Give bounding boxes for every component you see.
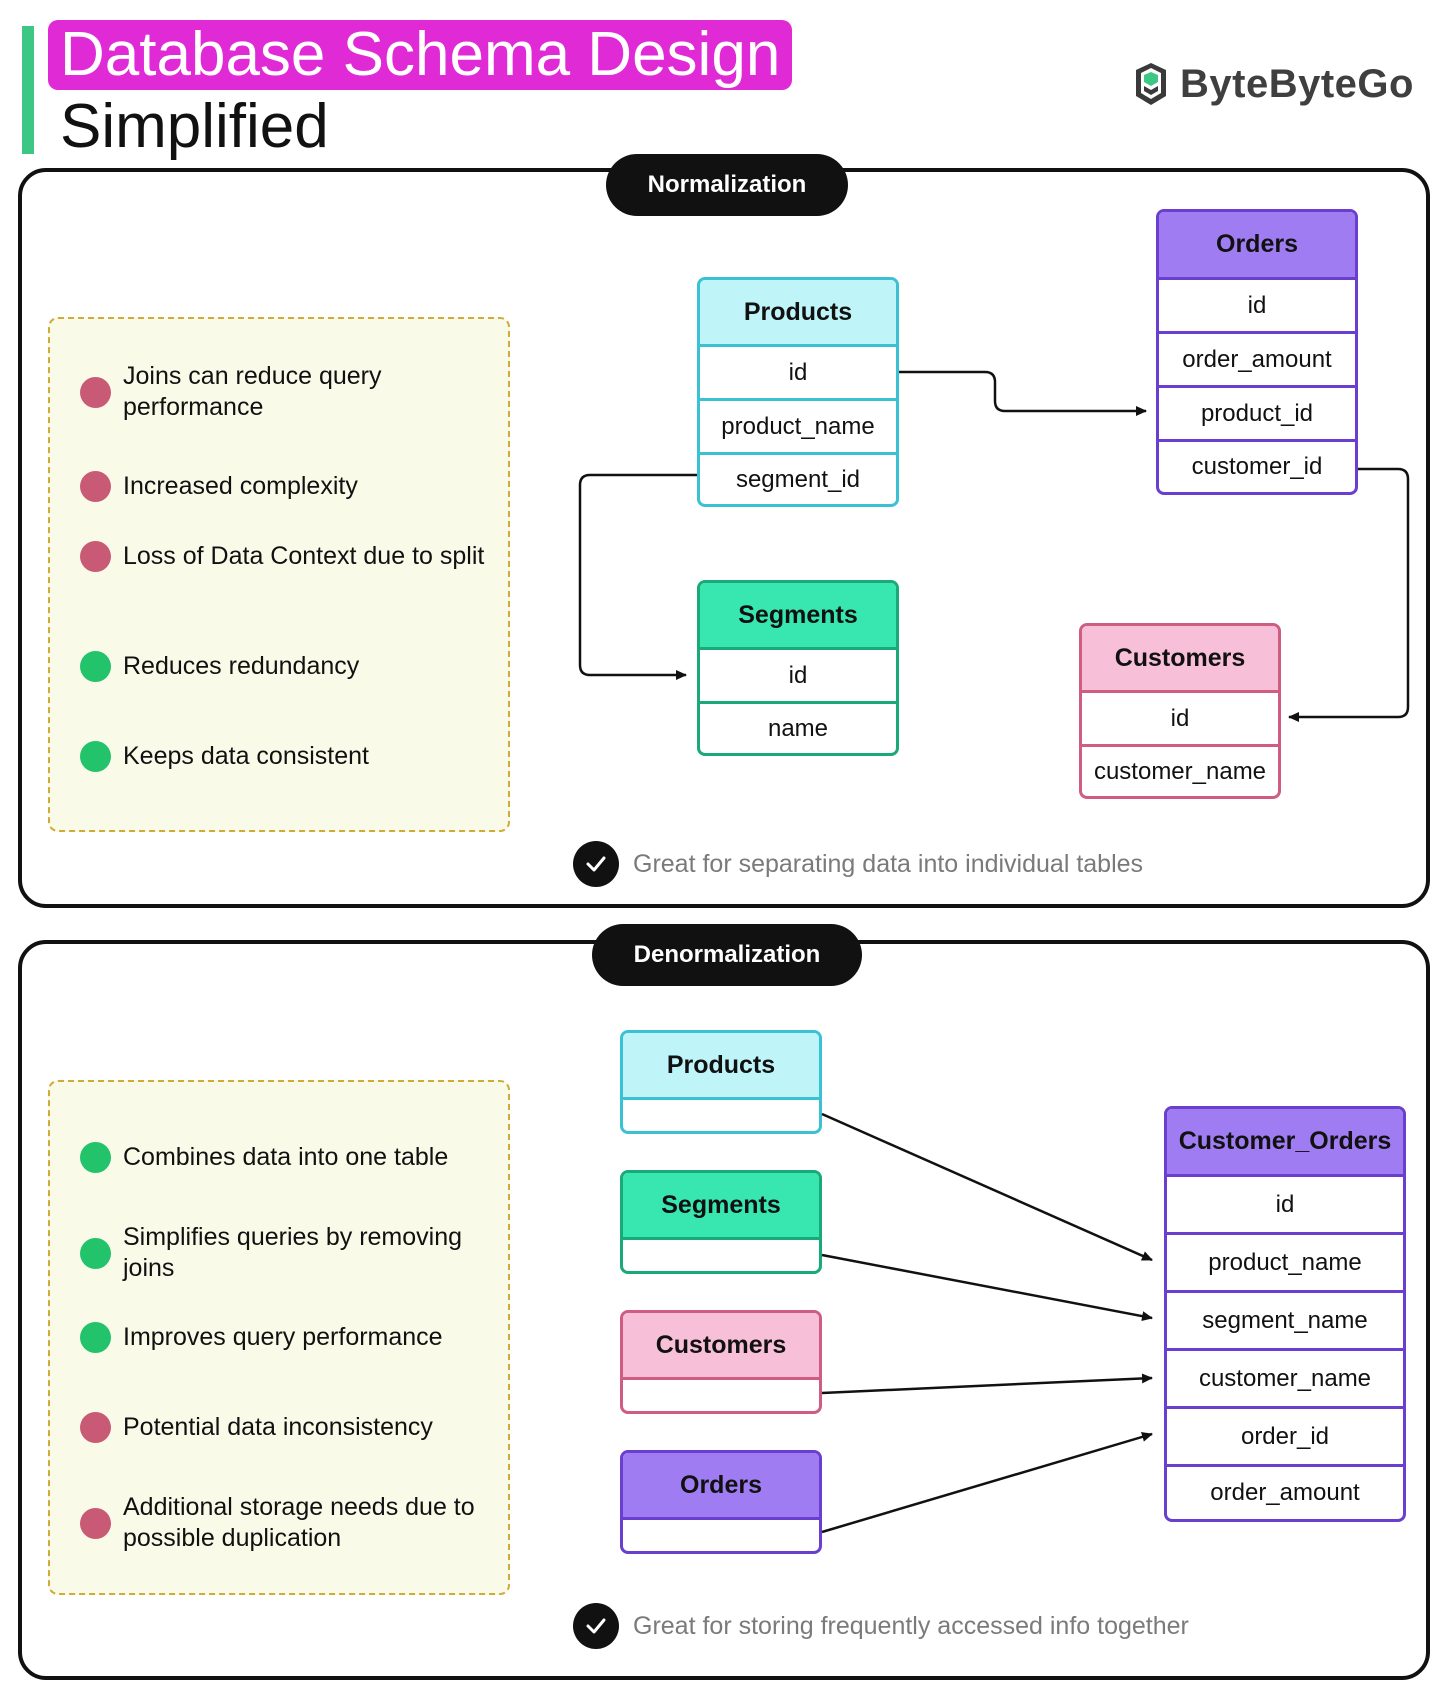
pro-dot-icon [80, 1322, 111, 1353]
pro-dot-icon [80, 741, 111, 772]
checkmark-icon [573, 1603, 619, 1649]
orders-source-table: Orders [620, 1450, 822, 1554]
note-text: Great for separating data into individua… [633, 849, 1144, 878]
list-item: Loss of Data Context due to split [80, 541, 498, 572]
table-field: segment_name [1167, 1293, 1403, 1351]
table-title: Customers [623, 1313, 819, 1380]
segments-table: Segments id name [697, 580, 899, 756]
list-item: Simplifies queries by removing joins [80, 1222, 498, 1284]
normalization-tab: Normalization [606, 154, 848, 216]
denormalization-tab: Denormalization [592, 924, 862, 986]
table-field: name [767, 714, 829, 742]
point-text: Improves query performance [123, 1323, 443, 1351]
checkmark-icon [573, 841, 619, 887]
point-text: Potential data inconsistency [123, 1413, 433, 1441]
list-item: Increased complexity [80, 471, 498, 502]
customer-orders-table: Customer_Orders id product_name segment_… [1164, 1106, 1406, 1522]
table-field: order_amount [1159, 334, 1355, 388]
table-title: Segments [623, 1173, 819, 1240]
pro-dot-icon [80, 1237, 111, 1269]
point-text: Keeps data consistent [123, 742, 369, 770]
table-empty-row [623, 1380, 819, 1411]
table-title: Orders [1159, 212, 1355, 280]
con-dot-icon [80, 1507, 111, 1539]
table-field: order_amount [1210, 1479, 1360, 1506]
table-field: segment_id [735, 465, 861, 493]
customers-table: Customers id customer_name [1079, 623, 1281, 799]
table-field: id [1082, 693, 1278, 747]
note-text: Great for storing frequently accessed in… [633, 1611, 1189, 1640]
products-source-table: Products [620, 1030, 822, 1134]
list-item: Additional storage needs due to possible… [80, 1492, 498, 1554]
point-text: Reduces redundancy [123, 652, 360, 680]
normalization-note: Great for separating data into individua… [573, 841, 1143, 887]
table-field: order_id [1167, 1409, 1403, 1467]
con-dot-icon [80, 541, 111, 572]
point-text: Joins can reduce query performance [123, 362, 382, 421]
table-field: customer_name [1093, 757, 1267, 785]
orders-table: Orders id order_amount product_id custom… [1156, 209, 1358, 495]
table-empty-row [623, 1100, 819, 1131]
list-item: Joins can reduce query performance [80, 361, 498, 423]
table-field: product_id [1159, 388, 1355, 442]
table-title: Products [623, 1033, 819, 1100]
segments-source-table: Segments [620, 1170, 822, 1274]
point-text: Combines data into one table [123, 1143, 449, 1171]
list-item: Potential data inconsistency [80, 1412, 498, 1443]
table-field: id [700, 347, 896, 401]
point-text: Simplifies queries by removing joins [123, 1223, 463, 1282]
con-dot-icon [80, 1412, 111, 1443]
customers-source-table: Customers [620, 1310, 822, 1414]
table-field: customer_name [1167, 1351, 1403, 1409]
table-field: id [1167, 1177, 1403, 1235]
con-dot-icon [80, 471, 111, 502]
table-field: product_name [700, 401, 896, 455]
denormalization-pros-cons: Combines data into one table Simplifies … [48, 1080, 510, 1595]
table-title: Products [700, 280, 896, 347]
table-field: id [1159, 280, 1355, 334]
list-item: Improves query performance [80, 1322, 498, 1353]
point-text: Additional storage needs due to possible… [123, 1493, 475, 1552]
table-title: Orders [623, 1453, 819, 1520]
table-title: Customer_Orders [1167, 1109, 1403, 1177]
title-accent-bar [22, 26, 34, 154]
pro-dot-icon [80, 1142, 111, 1173]
table-empty-row [623, 1240, 819, 1271]
table-title: Segments [700, 583, 896, 650]
point-text: Loss of Data Context due to split [123, 542, 485, 570]
brand: ByteByteGo [1132, 60, 1414, 108]
table-field: product_name [1167, 1235, 1403, 1293]
page-title: Database Schema Design [48, 20, 793, 90]
table-title: Customers [1082, 626, 1278, 693]
list-item: Reduces redundancy [80, 651, 498, 682]
list-item: Keeps data consistent [80, 741, 498, 772]
point-text: Increased complexity [123, 472, 358, 500]
products-table: Products id product_name segment_id [697, 277, 899, 507]
pro-dot-icon [80, 651, 111, 682]
page-subtitle: Simplified [60, 92, 329, 161]
table-field: customer_id [1191, 453, 1323, 480]
bytebytego-logo-icon [1136, 63, 1166, 105]
brand-name: ByteByteGo [1180, 61, 1414, 106]
table-empty-row [623, 1520, 819, 1551]
list-item: Combines data into one table [80, 1142, 498, 1173]
denormalization-note: Great for storing frequently accessed in… [573, 1603, 1189, 1649]
normalization-pros-cons: Joins can reduce query performance Incre… [48, 317, 510, 832]
table-field: id [700, 650, 896, 704]
con-dot-icon [80, 376, 111, 408]
